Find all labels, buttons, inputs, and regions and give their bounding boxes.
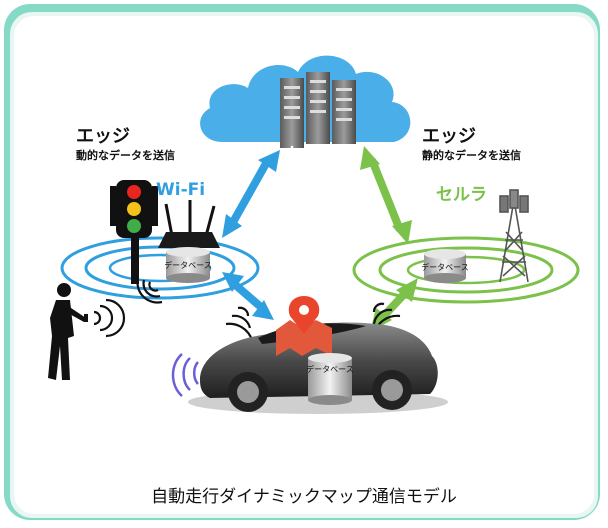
map-pin-icon (276, 296, 332, 356)
cloud-label: クラウド (284, 145, 352, 165)
left-edge-subtitle: 動的なデータを送信 (76, 149, 175, 162)
wifi-label: Wi-Fi (156, 180, 206, 200)
smartphone-signal-icon (93, 298, 126, 338)
right-edge-subtitle: 静的なデータを送信 (422, 149, 521, 162)
cell-tower-icon (499, 189, 529, 283)
server-rack-icon (280, 72, 356, 148)
left-database-icon (166, 247, 210, 283)
cellular-label: セルラ (436, 185, 487, 205)
car-database-label: データベース (306, 364, 354, 374)
cellular-coverage-rings (352, 236, 580, 304)
left-database-label: データベース (164, 260, 212, 270)
car-database-icon (308, 353, 352, 405)
left-edge-title: エッジ (76, 126, 130, 147)
right-database-label: データベース (421, 262, 469, 272)
green-arrow-cloud-right (360, 146, 412, 244)
pedestrian-icon (48, 283, 88, 380)
right-edge-title: エッジ (422, 126, 476, 147)
car-signal-front-icon (171, 353, 199, 397)
blue-arrow-cloud-left (222, 150, 280, 238)
traffic-light-icon (110, 180, 158, 284)
diagram-caption: 自動走行ダイナミックマップ通信モデル (151, 487, 457, 507)
car-signal-left-icon (225, 306, 254, 341)
right-database-icon (424, 249, 466, 283)
traffic-light-signal-icon (136, 277, 163, 304)
cloud-icon (200, 55, 411, 142)
wifi-router-icon (158, 200, 220, 248)
